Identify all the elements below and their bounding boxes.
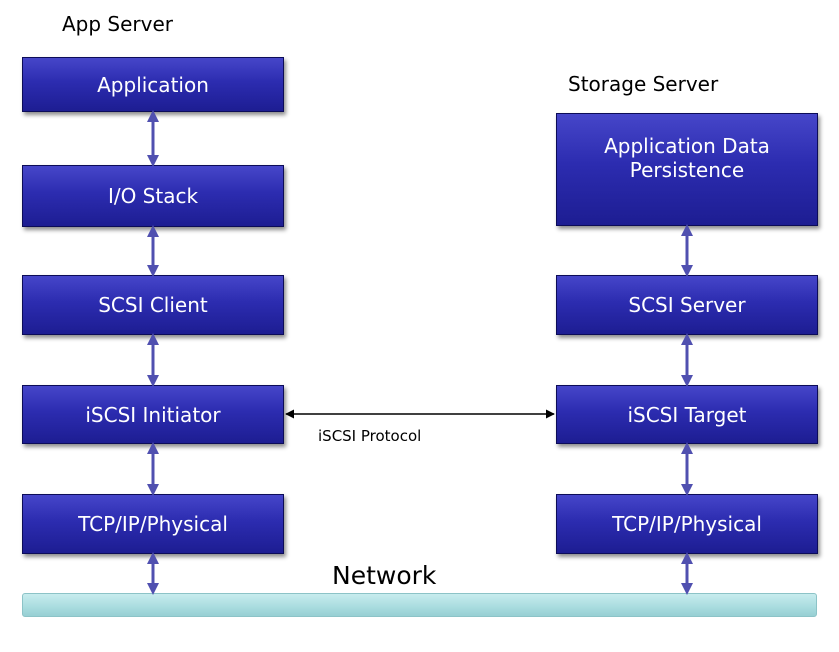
app-tcpip-physical-box: TCP/IP/Physical (22, 494, 284, 554)
network-bar (22, 593, 817, 617)
app-server-label: App Server (62, 12, 174, 36)
iscsi-protocol-label: iSCSI Protocol (318, 427, 422, 445)
app-application-box: Application (22, 57, 284, 112)
app-scsi-client-box: SCSI Client (22, 275, 284, 335)
network-label: Network (332, 561, 437, 590)
storage-app-data-persistence-box: Application Data Persistence (556, 113, 818, 226)
storage-server-label: Storage Server (568, 72, 719, 96)
storage-iscsi-target-box: iSCSI Target (556, 385, 818, 444)
